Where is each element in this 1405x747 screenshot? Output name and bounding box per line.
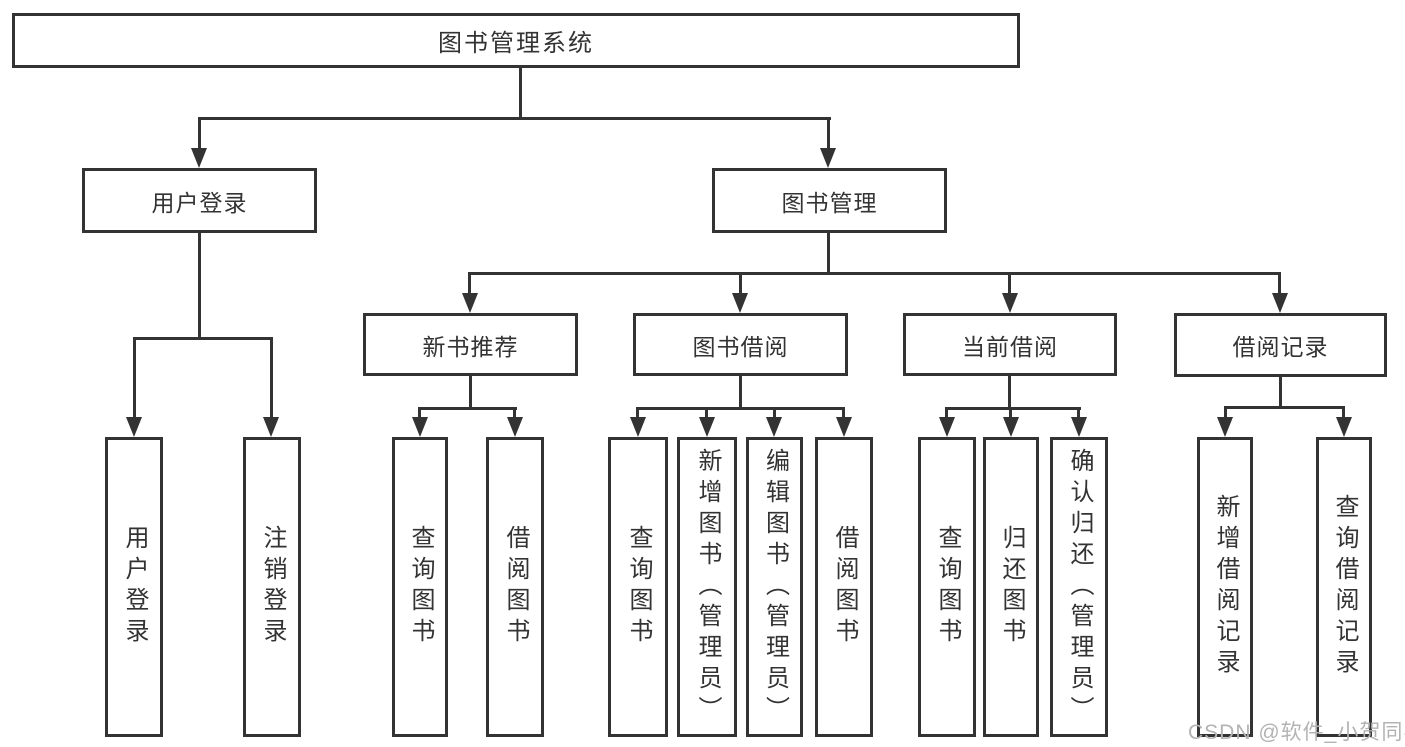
connector-line: [519, 68, 522, 117]
arrowhead-icon: [1071, 417, 1087, 437]
connector-line: [1279, 377, 1282, 406]
arrowhead-icon: [507, 417, 523, 437]
connector-line: [469, 376, 472, 407]
leaf-current-query-books: 查询图书: [918, 437, 976, 737]
arrowhead-icon: [1336, 417, 1352, 437]
leaf-borrowing-query-books: 查询图书: [608, 437, 668, 737]
node-new-book-recommend: 新书推荐: [363, 313, 578, 376]
leaf-borrowing-add-books-admin-label: 新增图书（管理员）: [694, 447, 721, 727]
leaf-recommend-query-books-label: 查询图书: [407, 525, 434, 649]
connector-line: [842, 407, 845, 417]
connector-line: [773, 407, 776, 417]
connector-line: [133, 337, 273, 340]
leaf-records-add-record: 新增借阅记录: [1197, 437, 1253, 737]
arrowhead-icon: [263, 417, 279, 437]
connector-line: [1077, 407, 1080, 417]
leaf-borrowing-add-books-admin: 新增图书（管理员）: [677, 437, 737, 737]
node-book-management-label: 图书管理: [781, 189, 878, 216]
leaf-borrowing-borrow-books: 借阅图书: [815, 437, 873, 737]
connector-line: [468, 272, 471, 293]
arrowhead-icon: [1217, 417, 1233, 437]
node-borrow-records-label: 借阅记录: [1232, 334, 1329, 360]
node-library-system-label: 图书管理系统: [438, 30, 594, 57]
node-borrow-records: 借阅记录: [1174, 313, 1387, 377]
leaf-current-return-books: 归还图书: [983, 437, 1039, 737]
connector-line: [636, 407, 639, 417]
arrowhead-icon: [191, 148, 207, 168]
connector-line: [1224, 406, 1345, 409]
connector-line: [827, 233, 830, 272]
leaf-current-confirm-return-admin: 确认归还（管理员）: [1050, 437, 1108, 737]
arrowhead-icon: [732, 293, 748, 313]
connector-line: [1008, 272, 1011, 293]
connector-line: [705, 407, 708, 417]
arrowhead-icon: [630, 417, 646, 437]
leaf-borrowing-borrow-books-label: 借阅图书: [831, 525, 858, 649]
leaf-borrowing-query-books-label: 查询图书: [625, 525, 652, 649]
leaf-user-login-label: 用户登录: [121, 525, 148, 649]
node-book-borrowing: 图书借阅: [633, 313, 848, 376]
connector-line: [468, 272, 1281, 275]
arrowhead-icon: [836, 417, 852, 437]
connector-line: [827, 117, 830, 150]
arrowhead-icon: [1002, 293, 1018, 313]
leaf-records-query-record: 查询借阅记录: [1316, 437, 1372, 737]
connector-line: [1224, 406, 1227, 417]
connector-line: [636, 407, 844, 410]
node-library-system: 图书管理系统: [12, 13, 1020, 68]
connector-line: [739, 376, 742, 407]
arrowhead-icon: [462, 293, 478, 313]
leaf-recommend-query-books: 查询图书: [392, 437, 448, 737]
leaf-current-return-books-label: 归还图书: [998, 525, 1025, 649]
csdn-watermark: CSDN @软件_小贺同学: [1188, 721, 1405, 744]
arrowhead-icon: [1272, 293, 1288, 313]
leaf-logout-label: 注销登录: [259, 525, 286, 649]
connector-line: [198, 117, 831, 120]
node-book-borrowing-label: 图书借阅: [692, 333, 789, 360]
leaf-borrowing-edit-books-admin-label: 编辑图书（管理员）: [761, 447, 789, 727]
leaf-records-query-record-label: 查询借阅记录: [1331, 494, 1358, 680]
leaf-records-add-record-label: 新增借阅记录: [1212, 494, 1239, 680]
connector-line: [198, 117, 201, 150]
node-user-login: 用户登录: [82, 168, 317, 233]
arrowhead-icon: [412, 417, 428, 437]
arrowhead-icon: [939, 417, 955, 437]
leaf-recommend-borrow-books: 借阅图书: [486, 437, 544, 737]
node-current-borrowing-label: 当前借阅: [962, 333, 1058, 360]
leaf-logout: 注销登录: [243, 437, 301, 737]
arrowhead-icon: [126, 417, 142, 437]
node-user-login-label: 用户登录: [151, 189, 248, 216]
leaf-user-login: 用户登录: [105, 437, 163, 737]
node-book-management: 图书管理: [712, 168, 947, 233]
connector-line: [270, 337, 273, 417]
arrowhead-icon: [699, 417, 715, 437]
connector-line: [1008, 376, 1011, 407]
connector-line: [513, 407, 516, 417]
leaf-recommend-borrow-books-label: 借阅图书: [502, 525, 529, 649]
connector-line: [418, 407, 421, 417]
connector-line: [1278, 272, 1281, 293]
connector-line: [739, 272, 742, 293]
arrowhead-icon: [1003, 417, 1019, 437]
leaf-current-confirm-return-admin-label: 确认归还（管理员）: [1066, 447, 1093, 727]
connector-line: [1009, 407, 1012, 417]
leaf-current-query-books-label: 查询图书: [934, 525, 961, 649]
connector-line: [945, 407, 948, 417]
connector-line: [1342, 406, 1345, 417]
connector-line: [418, 407, 517, 410]
arrowhead-icon: [820, 148, 836, 168]
connector-line: [198, 233, 201, 337]
connector-line: [133, 337, 136, 417]
leaf-borrowing-edit-books-admin: 编辑图书（管理员）: [746, 437, 803, 737]
node-new-book-recommend-label: 新书推荐: [422, 333, 519, 360]
node-current-borrowing: 当前借阅: [903, 313, 1117, 376]
arrowhead-icon: [766, 417, 782, 437]
connector-line: [945, 407, 1081, 410]
